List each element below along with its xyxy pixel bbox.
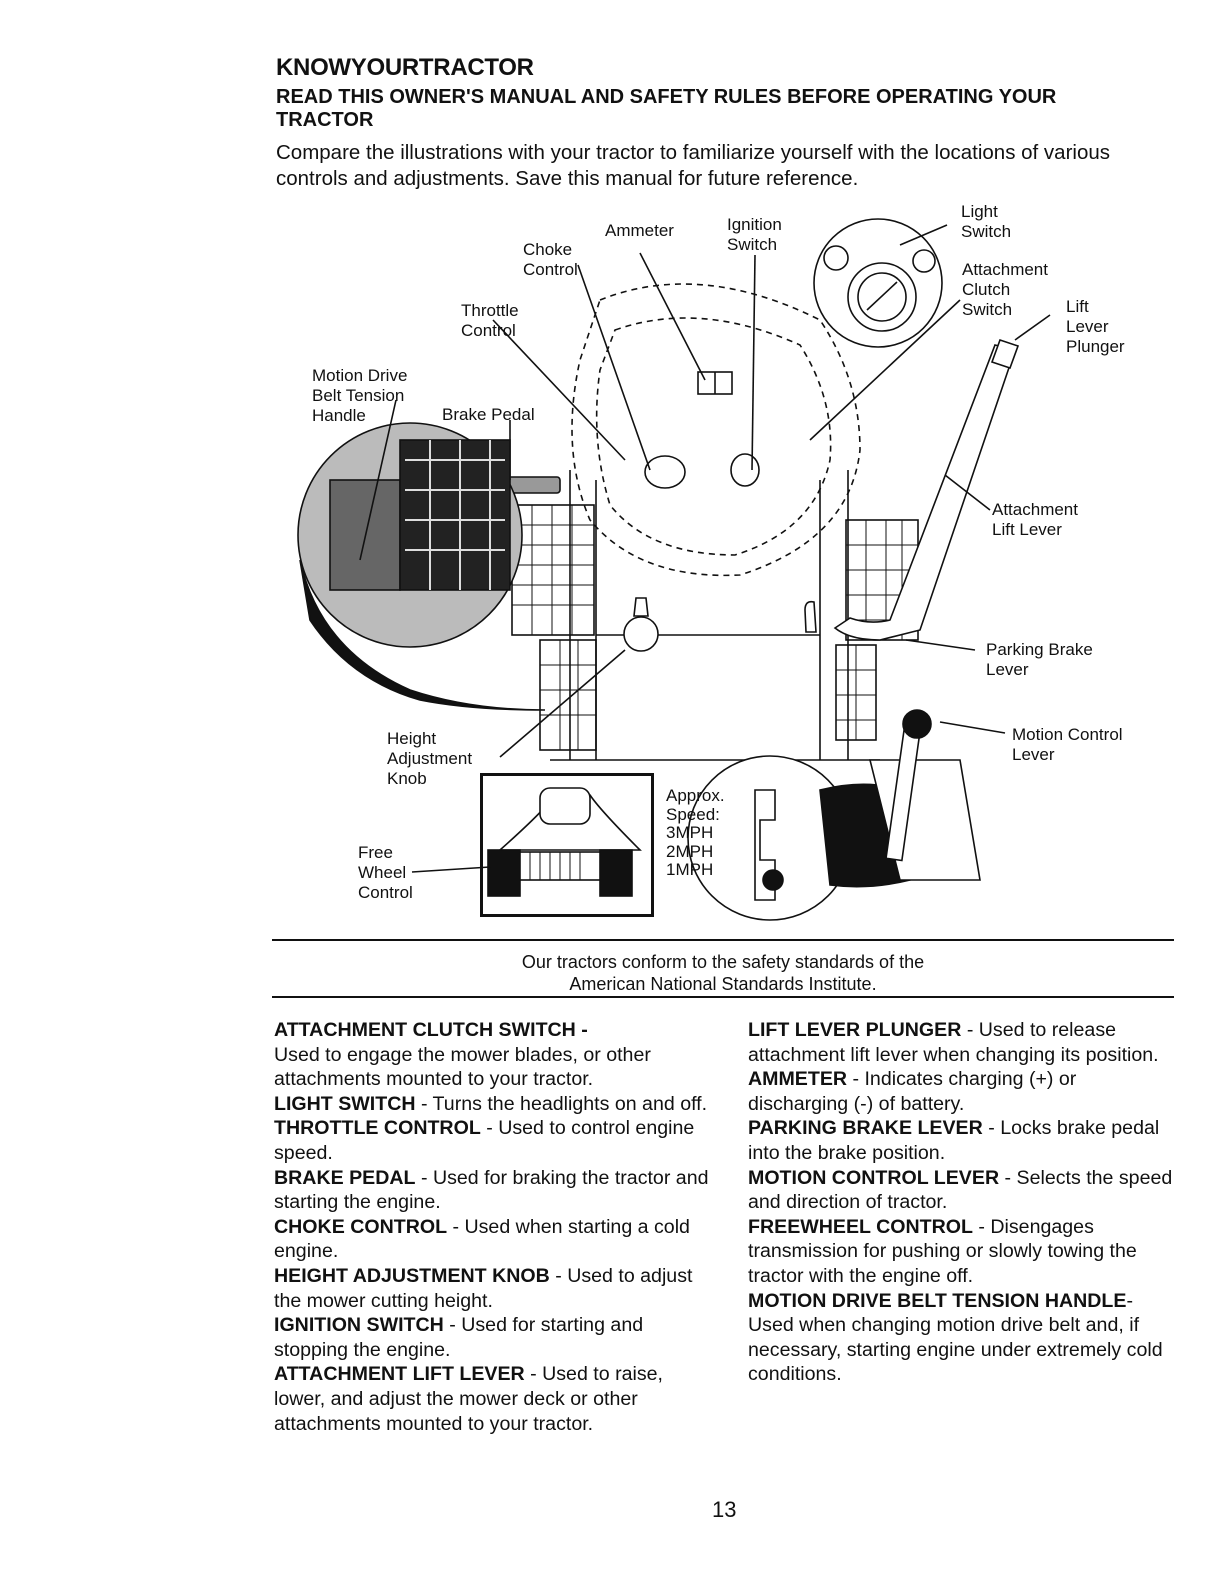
definition-term: ATTACHMENT CLUTCH SWITCH - [274, 1019, 588, 1041]
definition-term: LIFT LEVER PLUNGER [748, 1019, 962, 1041]
label-attachment-clutch-switch: Attachment Clutch Switch [962, 260, 1048, 319]
definition-text: - Indicates charging (+) or discharging … [748, 1068, 1077, 1115]
label-motion-drive-handle: Motion Drive Belt Tension Handle [312, 366, 408, 425]
definition-text: - Used to control engine speed. [274, 1117, 695, 1164]
definition-text: - Used for starting and stopping the eng… [274, 1314, 644, 1361]
label-choke-control: Choke Control [523, 240, 578, 279]
definition-item: AMMETER - Indicates charging (+) or disc… [748, 1067, 1178, 1116]
attachment-lift-lever [833, 344, 1017, 641]
brake-pedal [507, 476, 561, 494]
free-wheel-inset-box [480, 773, 654, 917]
definition-item: BRAKE PEDAL - Used for braking the tract… [274, 1166, 714, 1215]
definition-item: FREEWHEEL CONTROL - Disengages transmiss… [748, 1215, 1178, 1289]
definition-item: LIFT LEVER PLUNGER - Used to release att… [748, 1018, 1178, 1067]
page-number: 13 [712, 1497, 737, 1522]
definition-term: MOTION DRIVE BELT TENSION HANDLE [748, 1289, 1127, 1312]
label-throttle-control: Throttle Control [461, 301, 519, 340]
definition-item: LIGHT SWITCH - Turns the headlights on a… [274, 1092, 714, 1117]
label-approx-speed: Approx. Speed: 3MPH 2MPH 1MPH [666, 786, 725, 879]
definition-term: AMMETER [748, 1068, 848, 1091]
definition-text: Used to engage the mower blades, or othe… [274, 1043, 651, 1091]
definition-item: CHOKE CONTROL - Used when starting a col… [274, 1215, 714, 1264]
label-height-adjustment-knob: Height Adjustment Knob [387, 729, 473, 788]
left-column-definitions: ATTACHMENT CLUTCH SWITCH - Used to engag… [274, 1018, 714, 1436]
definition-text: - Selects the speed and direction of tra… [748, 1166, 1173, 1214]
definition-item: MOTION CONTROL LEVER - Selects the speed… [748, 1166, 1178, 1215]
definition-term: THROTTLE CONTROL [274, 1117, 481, 1140]
definition-text: - Locks brake pedal into the brake posit… [748, 1117, 1160, 1164]
label-parking-brake-lever: Parking Brake Lever [986, 640, 1093, 679]
definition-term: FREEWHEEL CONTROL [748, 1215, 973, 1238]
definition-text: - Disengages transmission for pushing or… [748, 1215, 1137, 1287]
definition-item: HEIGHT ADJUSTMENT KNOB - Used to adjust … [274, 1264, 714, 1313]
label-ammeter: Ammeter [605, 221, 674, 240]
definition-item: ATTACHMENT LIFT LEVER - Used to raise, l… [274, 1362, 714, 1436]
definition-text: - Used to adjust the mower cutting heigh… [274, 1264, 693, 1312]
label-attachment-lift-lever: Attachment Lift Lever [992, 500, 1078, 539]
definition-term: LIGHT SWITCH [274, 1092, 416, 1115]
page-subheading: READ THIS OWNER'S MANUAL AND SAFETY RULE… [276, 86, 1057, 131]
definition-text: - Used to raise, lower, and adjust the m… [274, 1363, 663, 1435]
right-column-definitions: LIFT LEVER PLUNGER - Used to release att… [748, 1018, 1178, 1387]
height-knob [623, 616, 659, 652]
definition-term: MOTION CONTROL LEVER [748, 1166, 1000, 1189]
definition-term: PARKING BRAKE LEVER [748, 1117, 983, 1140]
tractor-illustration [297, 218, 1051, 921]
definition-item: ATTACHMENT CLUTCH SWITCH - Used to engag… [274, 1018, 714, 1092]
label-free-wheel-control: Free Wheel Control [358, 843, 413, 902]
definition-text: - Turns the headlights on and off. [415, 1092, 708, 1115]
label-light-switch: Light Switch [961, 202, 1012, 241]
label-brake-pedal: Brake Pedal [442, 405, 535, 424]
divider-bottom [272, 996, 1174, 998]
switch-panel-inset [813, 218, 943, 348]
definition-item: PARKING BRAKE LEVER - Locks brake pedal … [748, 1116, 1178, 1165]
definition-term: BRAKE PEDAL [274, 1166, 416, 1189]
definition-item: THROTTLE CONTROL - Used to control engin… [274, 1116, 714, 1165]
definition-item: IGNITION SWITCH - Used for starting and … [274, 1313, 714, 1362]
label-motion-control-lever: Motion Control Lever [1012, 725, 1123, 764]
definition-term: IGNITION SWITCH [274, 1314, 444, 1337]
dashboard-outline [571, 283, 861, 577]
conform-line-2: American National Standards Institute. [569, 974, 877, 994]
definition-item: MOTION DRIVE BELT TENSION HANDLE-Used wh… [748, 1289, 1178, 1387]
definition-term: ATTACHMENT LIFT LEVER [274, 1363, 525, 1386]
left-step-grid [539, 639, 597, 751]
page-heading: KNOWYOURTRACTOR [276, 54, 534, 81]
label-ignition-switch: Ignition Switch [727, 215, 782, 254]
definition-term: CHOKE CONTROL [274, 1215, 448, 1238]
label-lift-lever-plunger: Lift Lever Plunger [1066, 297, 1125, 356]
definition-text: - Used to release attachment lift lever … [748, 1019, 1159, 1066]
divider-top [272, 939, 1174, 941]
conform-line-1: Our tractors conform to the safety stand… [521, 952, 925, 972]
definition-text: - Used for braking the tractor and start… [274, 1166, 709, 1214]
definition-text: - Used when starting a cold engine. [274, 1215, 690, 1263]
definition-text: -Used when changing motion drive belt an… [748, 1289, 1163, 1386]
intro-paragraph: Compare the illustrations with your trac… [276, 141, 1111, 190]
definition-term: HEIGHT ADJUSTMENT KNOB [274, 1264, 550, 1287]
